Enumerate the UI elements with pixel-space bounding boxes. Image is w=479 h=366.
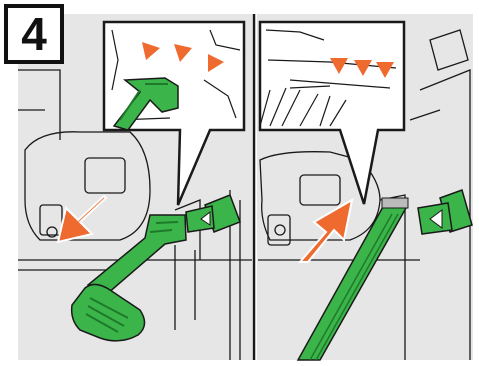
- step-number: 4: [21, 11, 47, 57]
- step-number-badge: 4: [4, 4, 64, 64]
